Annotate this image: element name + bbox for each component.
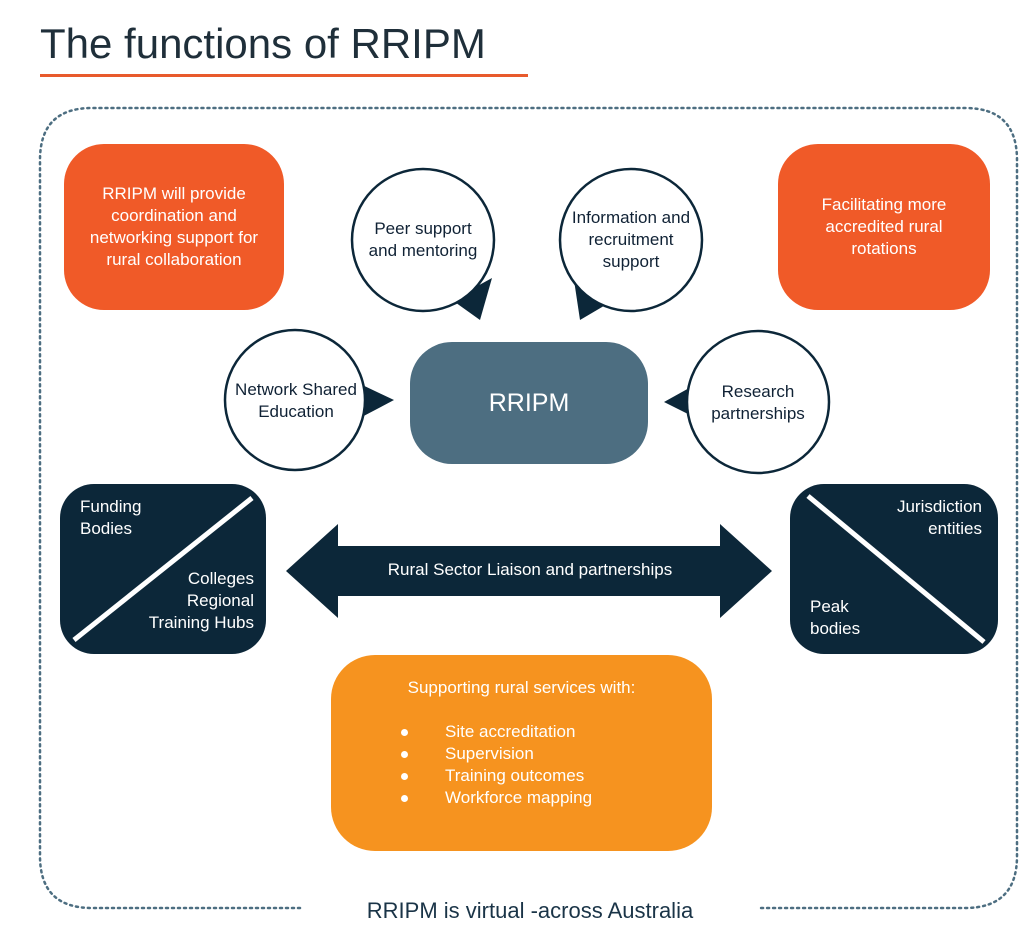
peer-support-label: Peer support and mentoring [368, 219, 478, 260]
network-education-circle [223, 328, 367, 472]
support-box: Supporting rural services with: Site acc… [331, 655, 712, 851]
coordination-box: RRIPM will provide coordination and netw… [64, 144, 284, 310]
jurisdiction-label: Jurisdiction entities [896, 497, 982, 538]
information-circle [558, 167, 704, 313]
rotations-box: Facilitating more accredited rural rotat… [778, 144, 990, 310]
left-split-diagonal [72, 496, 254, 642]
coordination-text: RRIPM will provide coordination and netw… [89, 184, 259, 269]
dotted-frame [38, 106, 1019, 910]
network-education-label: Network Shared Education [235, 380, 357, 421]
double-arrow [286, 524, 772, 618]
research-circle [685, 329, 831, 475]
list-item: Supervision [331, 743, 712, 765]
support-list: Site accreditation Supervision Training … [331, 721, 712, 809]
right-split-diagonal [806, 494, 986, 644]
list-item: Training outcomes [331, 765, 712, 787]
list-item: Site accreditation [331, 721, 712, 743]
peer-support-circle [350, 167, 496, 313]
arrow-label: Rural Sector Liaison and partnerships [387, 560, 673, 579]
information-label: Information and recruitment support [571, 208, 691, 271]
peak-bodies-label: Peak bodies [810, 597, 861, 638]
page-title: The functions of RRIPM [40, 14, 528, 77]
footer-caption: RRIPM is virtual -across Australia [366, 898, 694, 923]
peer-bubble-tail [452, 278, 492, 320]
list-item: Workforce mapping [331, 787, 712, 809]
colleges-label: Colleges Regional Training Hubs [148, 569, 254, 632]
rripm-center-label: RRIPM [488, 388, 570, 417]
funding-bodies-label: Funding Bodies [80, 497, 142, 538]
support-heading: Supporting rural services with: [407, 678, 636, 697]
rotations-text: Facilitating more accredited rural rotat… [821, 195, 947, 258]
research-label: Research partnerships [711, 382, 805, 423]
rripm-center-box: RRIPM [410, 342, 648, 464]
